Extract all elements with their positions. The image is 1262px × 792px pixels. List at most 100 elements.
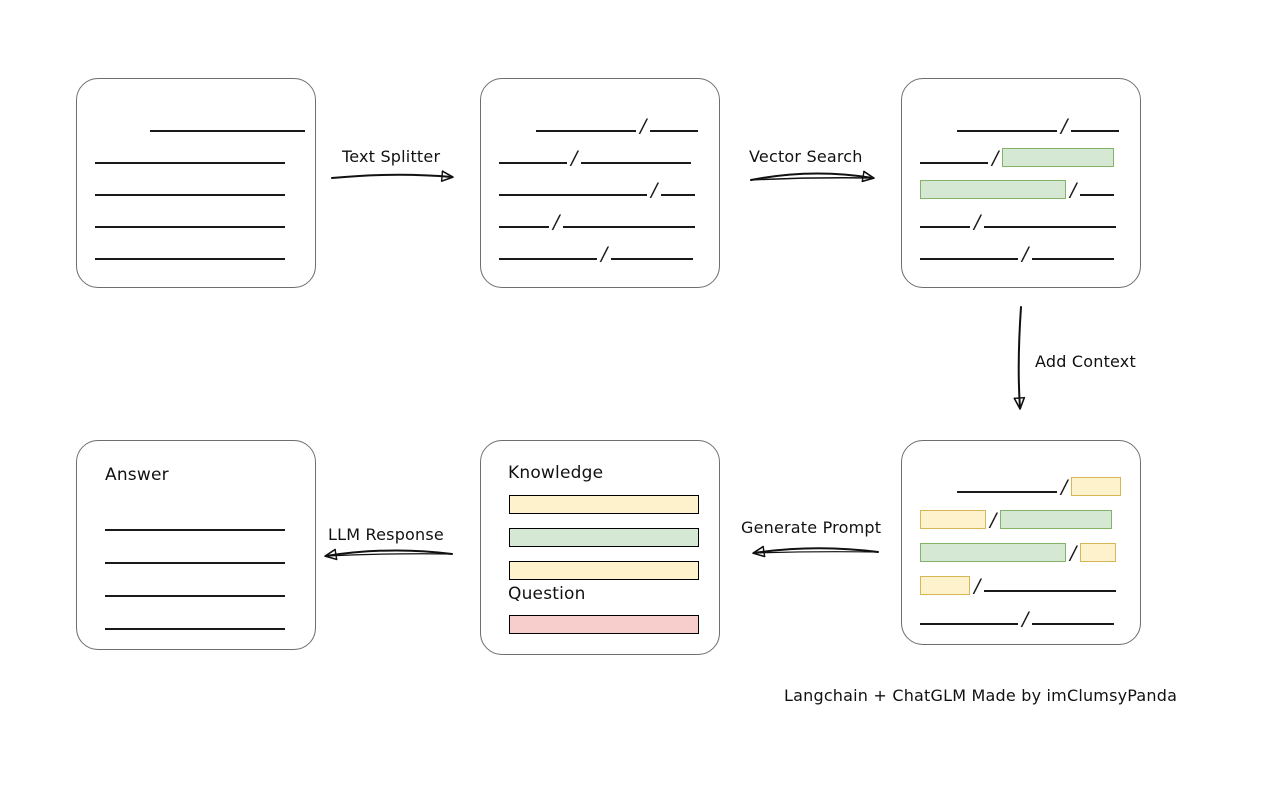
highlight-segment-green (920, 543, 1066, 562)
text-line-segment (105, 595, 285, 597)
slash-separator: / (651, 179, 658, 201)
text-line-row: / (920, 564, 1122, 597)
arrow-llm-response (324, 548, 453, 561)
knowledge-heading: Knowledge (508, 463, 604, 483)
text-line-row: / (920, 201, 1122, 233)
text-line-segment (95, 226, 285, 228)
text-line-segment (95, 258, 285, 260)
text-line-row: / (920, 531, 1122, 564)
generated-prompt-box: Knowledge Question (480, 440, 720, 655)
text-line-row: / (499, 105, 701, 137)
arrow-generate-prompt (752, 545, 879, 558)
highlight-segment-yellow (1071, 477, 1122, 496)
text-line-segment (661, 194, 696, 196)
text-line-segment (499, 226, 549, 228)
answer-heading: Answer (105, 465, 169, 485)
slash-separator: / (992, 147, 999, 169)
text-line-segment (581, 162, 692, 164)
slash-separator: / (553, 211, 560, 233)
source-document-lines (77, 105, 315, 265)
arrow-label-add-context: Add Context (1035, 352, 1136, 371)
slash-separator: / (1070, 542, 1077, 564)
question-heading: Question (508, 584, 586, 604)
text-line-segment (920, 623, 1018, 625)
text-line-row: / (920, 597, 1122, 630)
text-line-segment (95, 162, 285, 164)
text-line-segment (499, 194, 647, 196)
text-line-segment (536, 130, 636, 132)
text-line-segment (1071, 130, 1120, 132)
retrieved-chunks-lines: ///// (902, 105, 1140, 265)
highlight-segment-green (1002, 148, 1115, 167)
text-line-segment (984, 590, 1117, 592)
text-line-row: / (499, 201, 701, 233)
text-line-row (95, 137, 297, 169)
text-line-row (95, 233, 297, 265)
text-line-segment (920, 258, 1018, 260)
answer-box: Answer (76, 440, 316, 650)
text-line-segment (920, 162, 988, 164)
arrow-label-generate-prompt: Generate Prompt (741, 518, 882, 537)
highlight-segment-yellow (1080, 543, 1117, 562)
arrow-text-splitter (331, 170, 454, 182)
slash-separator: / (640, 115, 647, 137)
slash-separator: / (571, 147, 578, 169)
text-line-segment (1032, 623, 1115, 625)
text-line-row: / (920, 137, 1122, 169)
text-line-row (105, 536, 287, 569)
text-line-row (105, 569, 287, 602)
text-line-segment (650, 130, 699, 132)
text-line-row: / (499, 169, 701, 201)
slash-separator: / (601, 243, 608, 265)
context-chunks-box: / / / / / (901, 440, 1141, 645)
arrow-label-text-splitter: Text Splitter (342, 147, 441, 166)
question-bar-1 (509, 615, 699, 634)
text-line-row: / (499, 137, 701, 169)
arrow-add-context (1013, 306, 1026, 410)
text-line-row: / (920, 105, 1122, 137)
highlight-segment-green (1000, 510, 1113, 529)
text-line-segment (499, 258, 597, 260)
footer-credit: Langchain + ChatGLM Made by imClumsyPand… (784, 686, 1178, 705)
slash-separator: / (974, 575, 981, 597)
text-line-segment (984, 226, 1117, 228)
highlight-segment-yellow (920, 510, 986, 529)
answer-lines (77, 503, 315, 635)
text-line-segment (957, 130, 1057, 132)
text-line-segment (920, 226, 970, 228)
text-line-row (105, 503, 287, 536)
context-chunks-lines: / / / / / (902, 465, 1140, 630)
text-line-row: / (499, 233, 701, 265)
text-line-segment (150, 130, 305, 132)
arrow-vector-search (750, 170, 875, 183)
text-line-segment (105, 628, 285, 630)
text-line-row: / (920, 233, 1122, 265)
knowledge-bar-3 (509, 561, 699, 580)
text-line-row (95, 169, 297, 201)
text-line-row (95, 201, 297, 233)
slash-separator: / (1022, 243, 1029, 265)
text-line-row: / (920, 498, 1122, 531)
text-line-segment (1032, 258, 1115, 260)
arrow-label-llm-response: LLM Response (328, 525, 444, 544)
knowledge-bar-1 (509, 495, 699, 514)
split-chunks-lines: / / / / / (481, 105, 719, 265)
text-line-segment (499, 162, 567, 164)
slash-separator: / (1070, 179, 1077, 201)
text-line-segment (95, 194, 285, 196)
text-line-segment (105, 529, 285, 531)
text-line-segment (957, 491, 1057, 493)
knowledge-bar-2 (509, 528, 699, 547)
highlight-segment-yellow (920, 576, 970, 595)
text-line-segment (1080, 194, 1115, 196)
arrow-label-vector-search: Vector Search (749, 147, 863, 166)
source-document-box (76, 78, 316, 288)
slash-separator: / (990, 509, 997, 531)
slash-separator: / (1022, 608, 1029, 630)
text-line-segment (611, 258, 694, 260)
text-line-segment (563, 226, 696, 228)
text-line-row (105, 602, 287, 635)
slash-separator: / (1061, 115, 1068, 137)
slash-separator: / (1061, 476, 1068, 498)
